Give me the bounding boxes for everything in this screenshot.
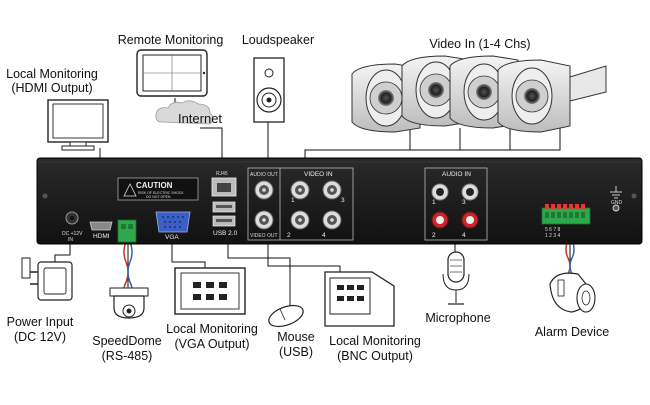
speeddome-label-line1: SpeedDome	[92, 334, 162, 348]
power-adapter-icon	[21, 257, 73, 301]
power-input-label-line2: (DC 12V)	[13, 330, 67, 344]
bnc-video-in-4	[322, 210, 342, 230]
vga-monitor-icon	[174, 267, 246, 315]
rca-audio-2	[431, 211, 449, 229]
alarm-siren-icon	[549, 272, 596, 313]
local-hdmi-label-line2: (HDMI Output)	[11, 81, 93, 95]
audio-out-label: AUDIO OUT	[250, 172, 278, 178]
caution-sticker	[117, 177, 199, 201]
audio-in-2-label: 2	[432, 232, 436, 239]
loudspeaker-icon	[253, 57, 285, 123]
alarm-terminal	[541, 204, 591, 225]
mouse-label-line1: Mouse	[277, 330, 315, 344]
remote-monitoring-label: Remote Monitoring	[117, 33, 224, 47]
dc-in-label: IN	[68, 237, 73, 243]
internet-cloud-icon	[155, 100, 214, 125]
microphone-label: Microphone	[425, 311, 491, 325]
channel-2-label: 2	[287, 232, 291, 239]
bnc-monitor-icon	[324, 271, 395, 327]
local-bnc-label-line2: (BNC Output)	[337, 349, 413, 363]
local-hdmi-label-line1: Local Monitoring	[6, 67, 98, 81]
gnd-label: GND	[611, 200, 623, 206]
caution-subtext-2: DO NOT OPEN	[146, 195, 171, 199]
audio-in-4-label: 4	[462, 232, 466, 239]
hdmi-monitor-icon	[47, 99, 109, 151]
bullet-cameras	[351, 55, 607, 133]
local-bnc-label-line1: Local Monitoring	[329, 334, 421, 348]
rs485-terminal	[117, 219, 137, 243]
bnc-video-in-3	[322, 180, 342, 200]
rj45-port	[211, 177, 237, 197]
audio-in-3-label: 3	[462, 199, 466, 206]
audio-in-block	[424, 167, 488, 241]
audio-in-1-label: 1	[432, 199, 436, 206]
mouse-icon	[268, 304, 304, 328]
local-vga-label-line1: Local Monitoring	[166, 322, 258, 336]
rj45-label: RJ45	[216, 171, 228, 177]
microphone-icon	[442, 251, 470, 305]
alarm-pins-label-2: 1 2 3 4	[545, 233, 561, 239]
hdmi-label: HDMI	[93, 233, 110, 240]
alarm-pins-label-1: 5 6 7 8	[545, 227, 561, 233]
speeddome-label-line2: (RS-485)	[101, 349, 153, 363]
channel-1-label: 1	[291, 197, 295, 204]
local-vga-label-line2: (VGA Output)	[174, 337, 250, 351]
audio-in-panel-label: AUDIO IN	[442, 171, 471, 178]
bnc-audio-out	[254, 180, 274, 200]
hdmi-port	[89, 221, 113, 231]
usb-label: USB 2.0	[213, 230, 238, 237]
vga-label: VGA	[165, 234, 179, 241]
bnc-video-out	[254, 210, 274, 230]
video-out-label: VIDEO OUT	[250, 233, 278, 239]
channel-3-label: 3	[341, 197, 345, 204]
dc-label: DC +12V	[62, 231, 83, 237]
caution-text: CAUTION	[136, 181, 173, 190]
mouse-label-line2: (USB)	[278, 345, 314, 359]
gnd-symbol	[610, 186, 622, 212]
bnc-video-in-2	[290, 210, 310, 230]
video-in-title: Video In (1-4 Chs)	[429, 37, 531, 51]
caution-subtext-1: RISK OF ELECTRIC SHOCK	[138, 191, 184, 195]
alarm-device-label: Alarm Device	[534, 325, 610, 339]
camera-4-icon	[497, 59, 571, 133]
usb-ports	[212, 201, 236, 227]
vga-port	[155, 211, 191, 233]
alarm-cable	[565, 239, 575, 275]
speed-dome-icon	[109, 287, 149, 319]
loudspeaker-label: Loudspeaker	[241, 33, 315, 47]
channel-4-label: 4	[322, 232, 326, 239]
rca-audio-4	[461, 211, 479, 229]
bnc-block	[247, 167, 354, 241]
internet-label: Internet	[177, 111, 223, 126]
bnc-video-in-1	[290, 180, 310, 200]
video-in-panel-label: VIDEO IN	[304, 171, 333, 178]
remote-monitor-icon	[136, 49, 208, 97]
dc-power-jack	[65, 211, 79, 225]
rca-audio-3	[461, 183, 479, 201]
rca-audio-1	[431, 183, 449, 201]
power-input-label-line1: Power Input	[6, 315, 74, 329]
